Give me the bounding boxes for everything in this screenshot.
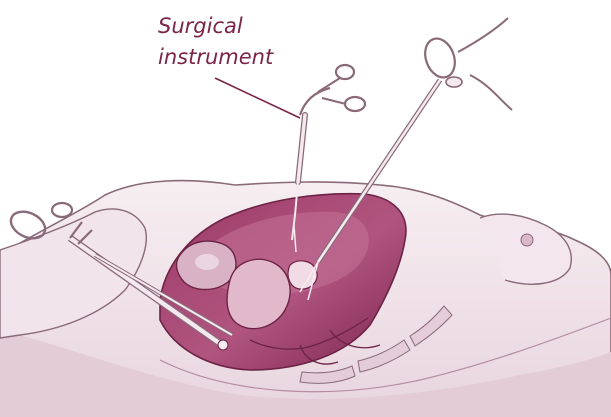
callout-label-line-2: instrument [158,45,273,69]
callout-label-line-1: Surgical [158,14,243,38]
nipple [521,234,533,246]
callout-leader-line [215,78,300,118]
